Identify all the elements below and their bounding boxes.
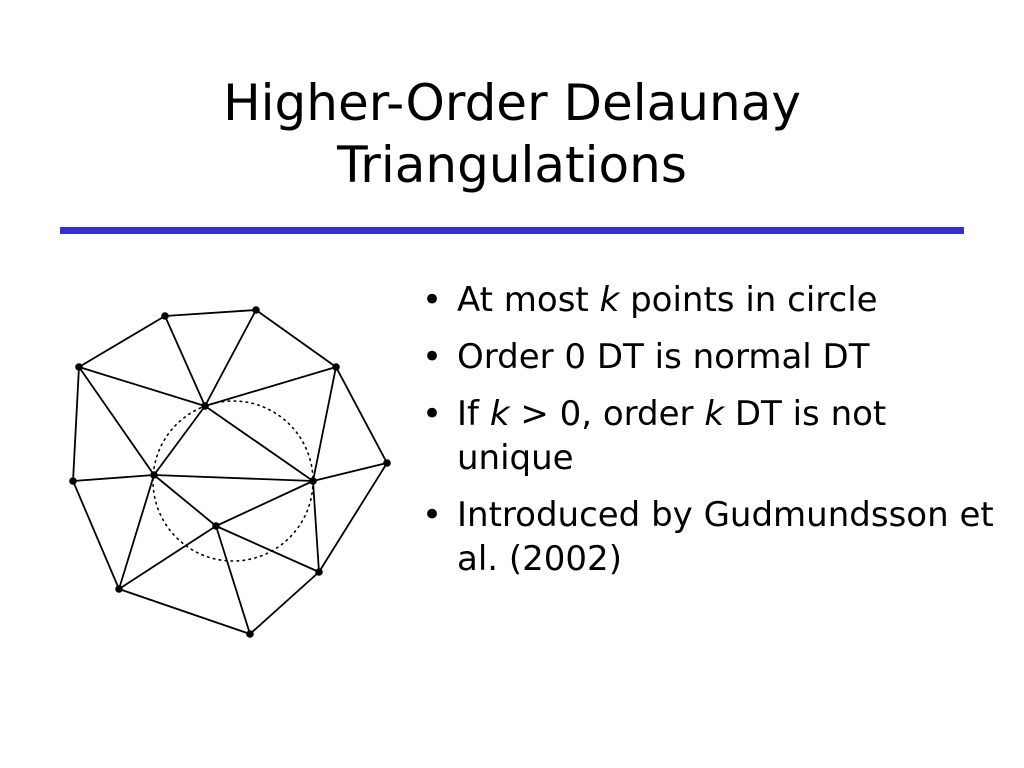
triangulation-vertex <box>383 459 391 467</box>
triangulation-edge <box>78 315 166 368</box>
title-line-2: Triangulations <box>337 136 687 194</box>
title-divider <box>60 227 964 234</box>
triangulation-edge <box>72 366 80 482</box>
triangulation-edge <box>72 474 155 482</box>
bullet-item: • Introduced by Gudmundsson et al. (2002) <box>420 493 1000 581</box>
bullet-marker: • <box>422 394 443 434</box>
bullet-item: • Order 0 DT is normal DT <box>420 335 1000 379</box>
bullet-text: If <box>457 394 490 434</box>
triangulation-edge <box>249 571 320 635</box>
triangulation-edge <box>215 525 251 635</box>
bullet-text: Order 0 DT is normal DT <box>457 337 870 377</box>
triangulation-vertex <box>246 630 254 638</box>
triangulation-edge <box>335 366 388 464</box>
triangulation-edge <box>215 480 314 527</box>
triangulation-edge <box>118 588 251 635</box>
triangulation-vertex <box>201 402 209 410</box>
triangulation-edge <box>164 309 257 317</box>
bullet-marker: • <box>422 337 443 377</box>
bullet-text: Introduced by Gudmundsson et al. (2002) <box>457 495 994 579</box>
triangulation-vertex <box>150 471 158 479</box>
triangulation-vertex <box>332 363 340 371</box>
triangulation-edge <box>215 525 320 573</box>
triangulation-edge <box>153 474 217 527</box>
triangulation-vertex <box>309 477 317 485</box>
triangulation-edge <box>78 366 155 476</box>
title-line-1: Higher-Order Delaunay <box>223 74 801 132</box>
bullet-item: • At most k points in circle <box>420 278 1000 322</box>
bullet-text: DT is not unique <box>457 394 887 478</box>
bullet-text: points in circle <box>619 280 878 320</box>
triangulation-edge <box>312 366 337 482</box>
triangulation-vertex <box>69 477 77 485</box>
triangulation-vertex <box>315 568 323 576</box>
bullet-marker: • <box>422 495 443 535</box>
triangulation-edge <box>153 474 314 482</box>
triangulation-edge <box>78 366 206 407</box>
triangulation-edge <box>312 480 320 573</box>
triangulation-edge <box>164 315 206 407</box>
bullet-marker: • <box>422 280 443 320</box>
bullet-item: • If k > 0, order k DT is not unique <box>420 392 1000 480</box>
bullet-variable: k <box>704 394 725 434</box>
triangulation-edge <box>255 309 337 368</box>
triangulation-edge <box>204 366 337 407</box>
bullet-list: • At most k points in circle • Order 0 DT i… <box>420 278 1000 594</box>
triangulation-vertex <box>252 306 260 314</box>
triangulation-vertex <box>75 363 83 371</box>
triangulation-vertex <box>115 585 123 593</box>
triangulation-edge <box>204 309 257 407</box>
delaunay-triangulation-diagram <box>69 306 391 638</box>
triangulation-edge <box>204 405 314 482</box>
bullet-variable: k <box>489 394 510 434</box>
bullet-variable: k <box>599 280 620 320</box>
slide-title: Higher-Order Delaunay Triangulations <box>0 72 1024 196</box>
triangulation-edge <box>72 480 120 590</box>
triangulation-edge <box>153 405 206 476</box>
triangulation-edge <box>318 462 388 573</box>
triangulation-edge <box>118 474 155 590</box>
triangulation-vertex <box>161 312 169 320</box>
triangulation-edge <box>118 525 217 590</box>
triangulation-vertex <box>212 522 220 530</box>
triangulation-edge <box>312 462 388 482</box>
bullet-text: > 0, order <box>509 394 705 434</box>
bullet-text: At most <box>457 280 600 320</box>
